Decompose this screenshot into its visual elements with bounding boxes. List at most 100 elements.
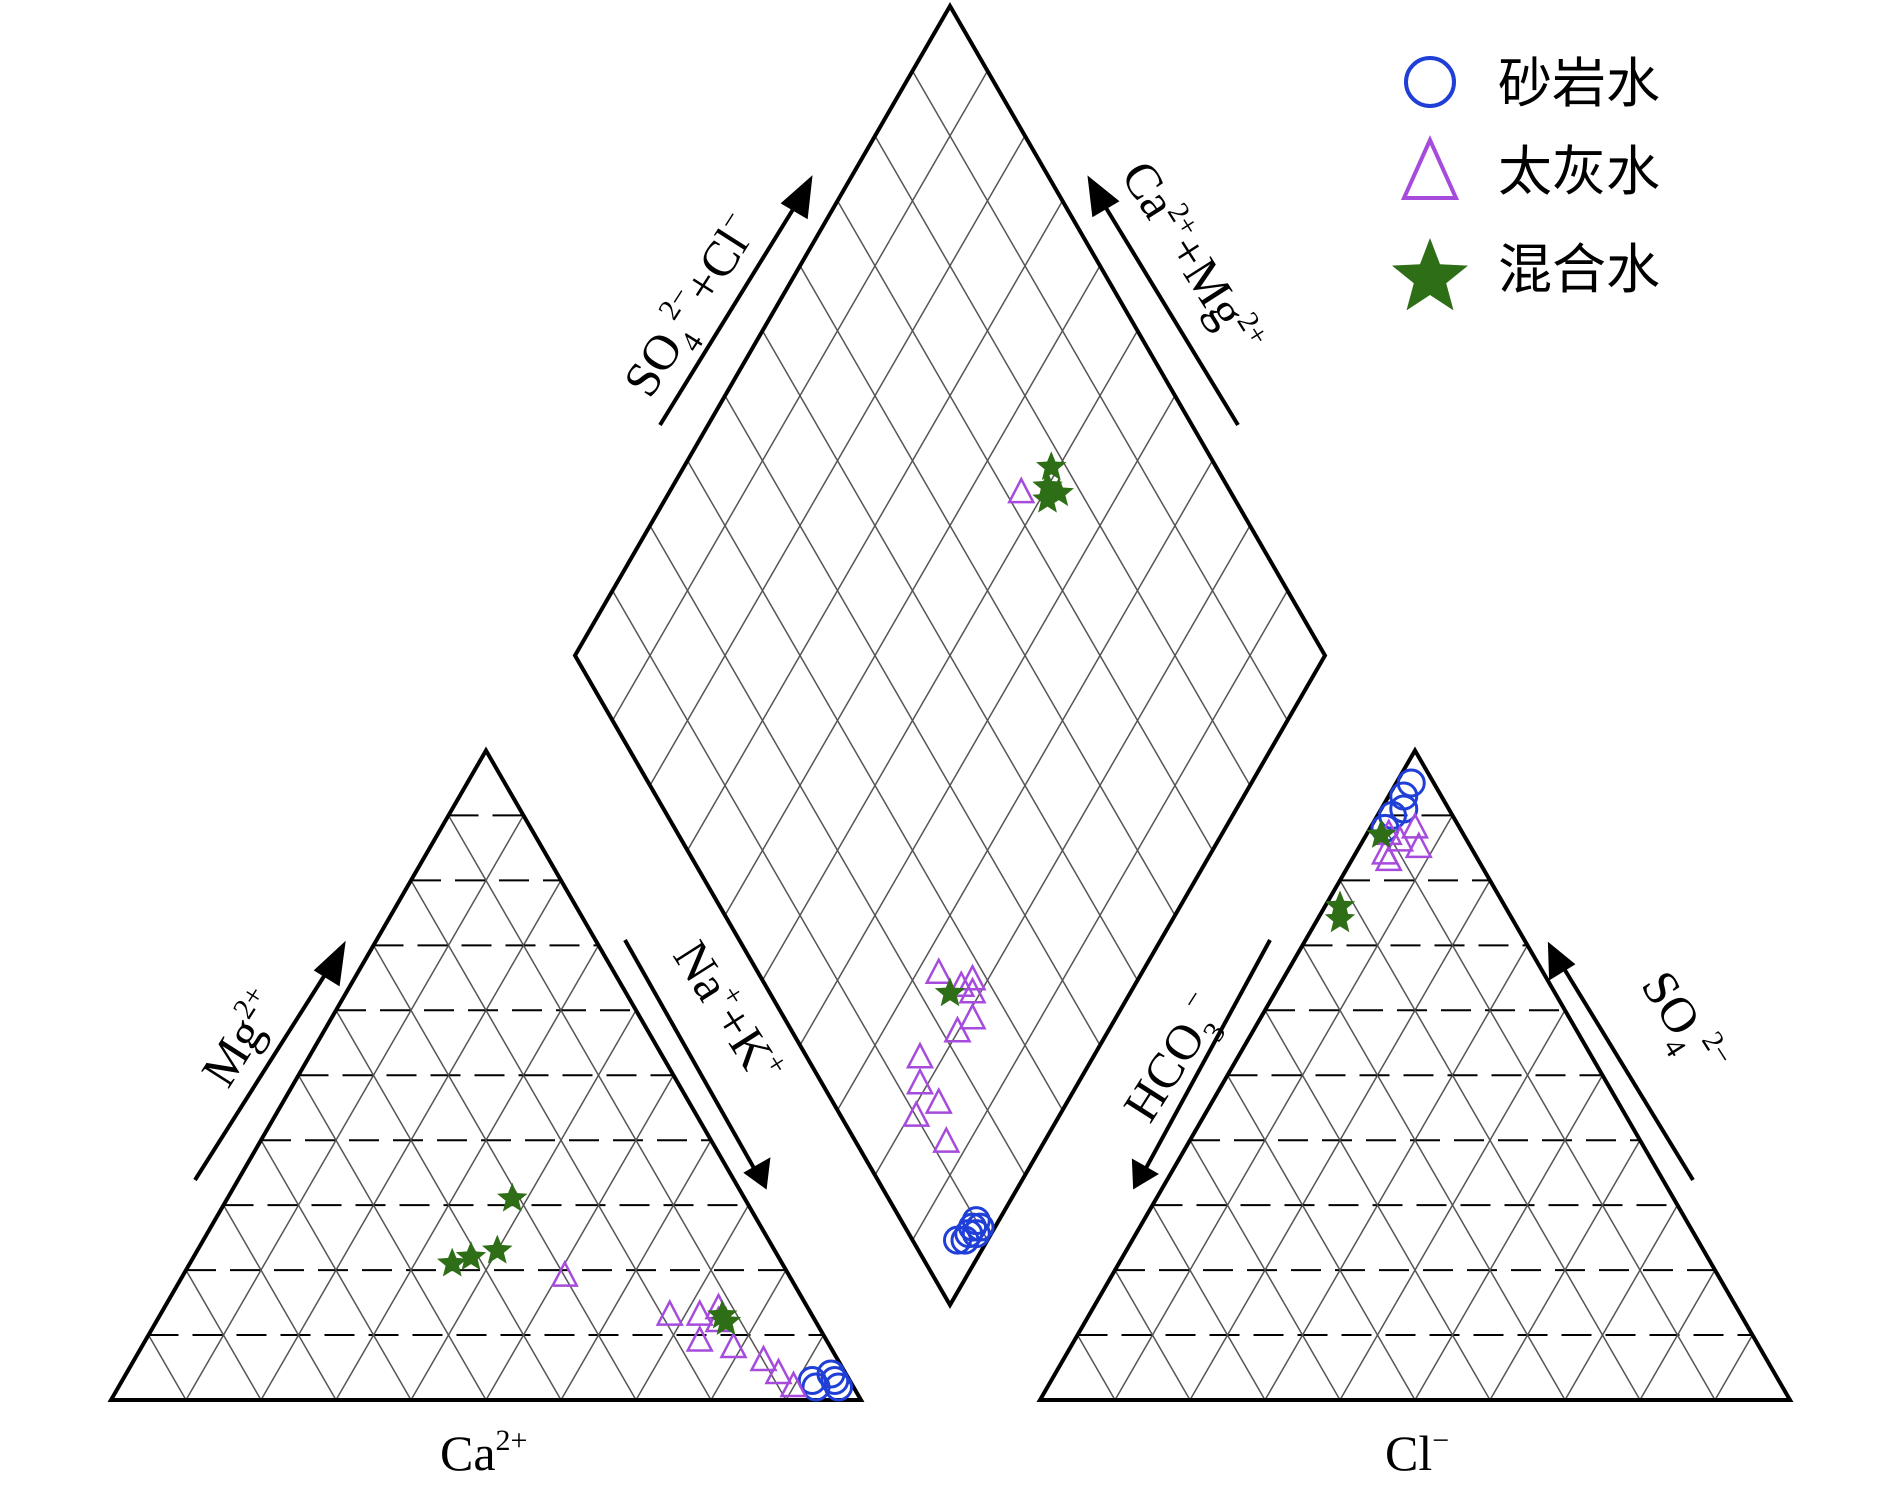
legend-marker-triangle bbox=[1400, 135, 1460, 200]
point-sandstone bbox=[965, 1212, 995, 1242]
diamond-grid-line bbox=[874, 525, 1251, 1176]
cation-triangle-grid-line bbox=[185, 815, 525, 1401]
anion-triangle-grid-line bbox=[1114, 1269, 1191, 1401]
anion-triangle-grid-line bbox=[1189, 1139, 1341, 1401]
arrow-so4-cl bbox=[658, 196, 802, 427]
legend-marker-star bbox=[1392, 238, 1468, 311]
cation-triangle-grid-line bbox=[260, 1139, 412, 1401]
point-limestone bbox=[932, 1125, 961, 1153]
point-limestone bbox=[764, 1357, 793, 1385]
label-ca: Ca2+ bbox=[440, 1424, 527, 1481]
diamond-grid-line bbox=[799, 265, 1176, 916]
point-sandstone bbox=[958, 1212, 987, 1242]
grid-layer bbox=[147, 70, 1754, 1401]
anion-triangle-grid-line bbox=[1564, 1204, 1679, 1401]
anion-triangle-grid-line bbox=[1226, 1074, 1416, 1401]
point-mixed bbox=[707, 1299, 738, 1329]
cation-triangle-grid-line bbox=[372, 944, 637, 1401]
diamond-grid-line bbox=[799, 395, 1176, 1046]
anion-triangle-grid-line bbox=[1301, 944, 1566, 1401]
arrow-ca-mg-head bbox=[1087, 175, 1120, 218]
arrow-hco3-head bbox=[1131, 1158, 1159, 1190]
cation-triangle-grid-line bbox=[335, 1009, 562, 1401]
point-mixed bbox=[1036, 451, 1067, 481]
anion-triangle-frame bbox=[1036, 746, 1794, 1402]
point-limestone bbox=[958, 963, 987, 991]
arrow-so4-head bbox=[1547, 941, 1576, 981]
diamond-grid-line bbox=[836, 200, 1214, 851]
point-limestone bbox=[655, 1298, 684, 1326]
frame-layer bbox=[107, 2, 1794, 1402]
anion-triangle-grid-line bbox=[1114, 815, 1454, 1401]
points-layer bbox=[437, 451, 1433, 1402]
cation-triangle-grid-line bbox=[185, 1269, 262, 1401]
diamond-grid-line bbox=[836, 460, 1214, 1111]
label-na-k: Na++K+ bbox=[663, 930, 795, 1093]
point-sandstone bbox=[801, 1372, 831, 1402]
cation-triangle-grid-line bbox=[297, 1074, 487, 1401]
point-mixed bbox=[1032, 483, 1063, 513]
label-so4-cl: SO42−+Cl− bbox=[610, 203, 777, 411]
cation-triangle-grid-line bbox=[410, 880, 712, 1401]
point-mixed bbox=[482, 1234, 513, 1264]
point-limestone bbox=[924, 957, 953, 985]
diamond-frame bbox=[572, 2, 1328, 1310]
point-limestone bbox=[550, 1259, 579, 1287]
label-mg: Mg2+ bbox=[189, 980, 292, 1096]
point-mixed bbox=[497, 1182, 528, 1212]
point-limestone bbox=[749, 1344, 778, 1372]
cation-triangle-grid-line bbox=[785, 1334, 825, 1401]
anion-triangle-grid-line bbox=[1264, 1009, 1491, 1401]
point-mixed bbox=[1324, 903, 1356, 933]
arrow-so4 bbox=[1558, 960, 1695, 1182]
point-limestone bbox=[685, 1324, 714, 1352]
arrow-ca-mg bbox=[1098, 196, 1240, 427]
point-limestone bbox=[685, 1298, 714, 1326]
point-limestone bbox=[905, 1041, 935, 1069]
point-limestone bbox=[719, 1331, 748, 1359]
label-so4: SO42− bbox=[1622, 959, 1740, 1090]
point-limestone bbox=[905, 1067, 935, 1095]
label-cl: Cl− bbox=[1385, 1424, 1449, 1481]
anion-triangle-grid-line bbox=[1339, 880, 1641, 1401]
diamond-grid-line bbox=[911, 590, 1289, 1241]
point-limestone bbox=[902, 1099, 931, 1127]
diamond-grid-line bbox=[874, 135, 1251, 786]
point-limestone bbox=[924, 1086, 953, 1114]
point-mixed bbox=[437, 1247, 468, 1277]
anion-triangle-grid-line bbox=[1414, 1074, 1604, 1401]
cation-triangle-grid-line bbox=[222, 1204, 337, 1401]
anion-triangle-grid-line bbox=[1714, 1334, 1754, 1401]
legend: 砂岩水 太灰水 混合水 bbox=[1392, 52, 1660, 311]
arrow-na-k-head bbox=[743, 1157, 771, 1190]
point-limestone bbox=[943, 1015, 972, 1043]
anion-triangle-grid-line bbox=[1264, 944, 1529, 1401]
diamond-grid-line bbox=[761, 330, 1139, 981]
point-limestone bbox=[1385, 824, 1415, 852]
point-limestone bbox=[1007, 476, 1036, 504]
legend-marker-circle bbox=[1404, 56, 1456, 108]
point-limestone bbox=[1400, 811, 1430, 839]
legend-label-sandstone: 砂岩水 bbox=[1498, 52, 1660, 115]
anion-triangle-grid-line bbox=[1376, 815, 1716, 1401]
cation-triangle-grid-line bbox=[147, 1334, 187, 1401]
point-sandstone bbox=[961, 1219, 991, 1249]
legend-label-limestone: 太灰水 bbox=[1498, 140, 1660, 203]
cation-triangle-grid-line bbox=[635, 1204, 750, 1401]
anion-triangle-grid-line bbox=[1076, 1334, 1116, 1401]
arrow-hco3 bbox=[1143, 939, 1272, 1171]
point-limestone bbox=[1370, 837, 1400, 865]
point-limestone bbox=[779, 1370, 808, 1398]
point-mixed bbox=[455, 1241, 487, 1271]
point-limestone bbox=[947, 970, 976, 998]
point-sandstone bbox=[820, 1366, 850, 1396]
cation-triangle-frame bbox=[107, 746, 865, 1402]
legend-label-mixed: 混合水 bbox=[1498, 238, 1660, 301]
point-limestone bbox=[958, 976, 987, 1004]
cation-triangle-grid-line bbox=[447, 815, 787, 1401]
cation-triangle-grid-line bbox=[335, 944, 600, 1401]
point-mixed bbox=[1324, 890, 1356, 920]
diamond-grid-line bbox=[911, 70, 1289, 721]
point-limestone bbox=[958, 1002, 987, 1030]
